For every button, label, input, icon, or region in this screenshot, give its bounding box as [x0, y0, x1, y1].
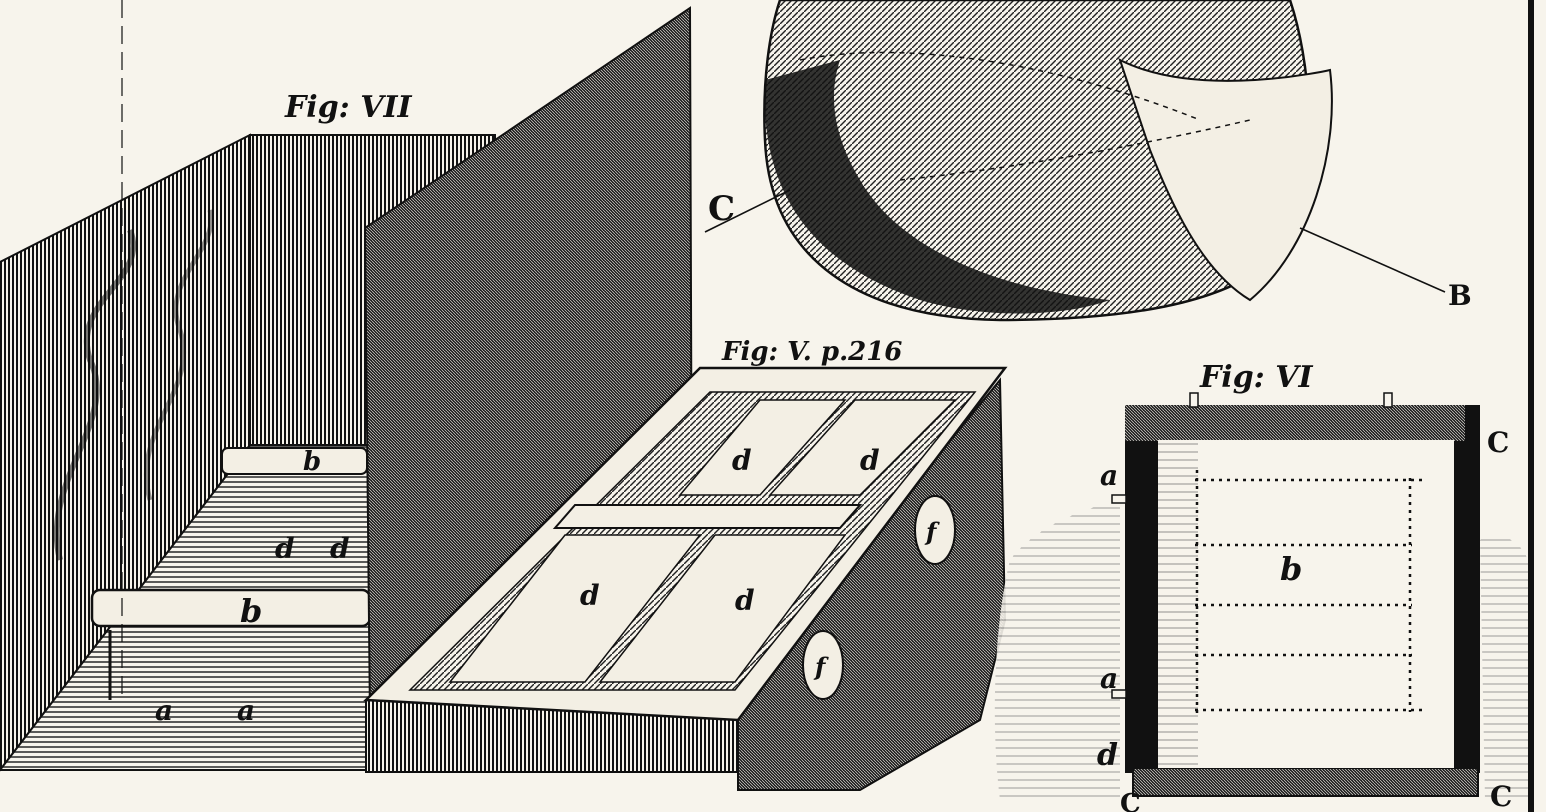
fig7-box: [0, 0, 694, 772]
fig6-title: Fig: VI: [1199, 360, 1313, 395]
fig5-label-d3: d: [580, 579, 600, 612]
fig7-label-d1: d: [275, 532, 295, 565]
fig7-label-b-top: b: [303, 447, 321, 477]
globe-label-b: B: [1448, 279, 1472, 312]
fig7-label-d2: d: [330, 532, 350, 565]
fig5-label-d2: d: [860, 444, 880, 477]
fig7-title: Fig: VII: [284, 90, 413, 125]
fig5-label-d1: d: [732, 444, 752, 477]
fig5-trough: [363, 366, 1008, 791]
fig5-label-f2: f: [813, 652, 829, 681]
fig6-box: [1111, 392, 1480, 797]
fig7-label-b-bottom: b: [240, 592, 262, 630]
fig7-label-a2: a: [237, 694, 255, 727]
plate-border-rule: [1528, 0, 1534, 812]
fig7-label-a1: a: [155, 694, 173, 727]
globe-label-c: C: [708, 189, 735, 229]
fig5-title: Fig: V. p.216: [721, 337, 902, 367]
fig6-label-b: b: [1280, 550, 1302, 588]
fig6-label-d: d: [1097, 738, 1118, 773]
fig6-label-a-top: a: [1100, 459, 1118, 492]
fig5-label-f1: f: [924, 517, 940, 546]
fig6-label-c-corner: C: [1490, 780, 1512, 812]
globe-figure: [704, 0, 1446, 322]
fig6-label-c-bottom: C: [1120, 789, 1141, 812]
fig6-label-c-top: C: [1487, 426, 1509, 459]
fig5-label-d4: d: [735, 584, 755, 617]
fig6-label-a-bottom: a: [1100, 662, 1118, 695]
